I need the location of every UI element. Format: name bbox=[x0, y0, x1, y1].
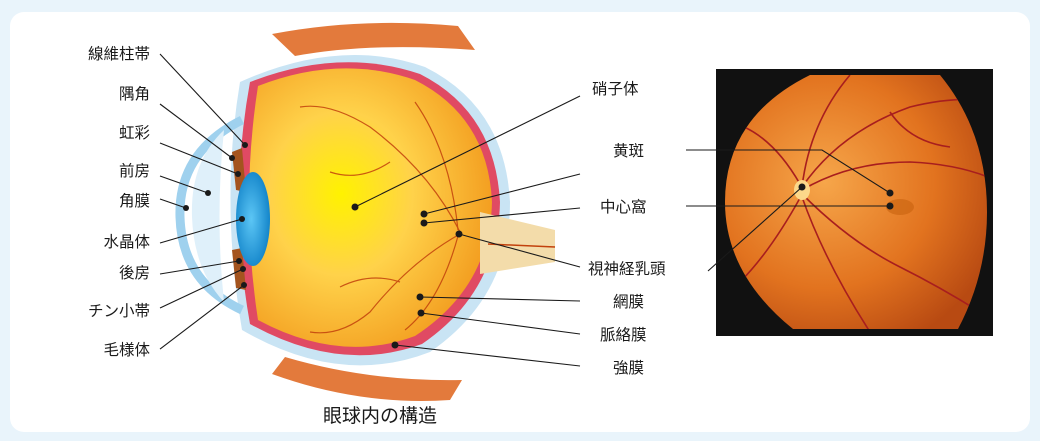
eye-structure-diagram: 線維柱帯 隅角 虹彩 前房 角膜 水晶体 後房 チン小帯 毛様体 硝子体 黄斑 … bbox=[10, 12, 1030, 432]
label-macula: 黄斑 bbox=[613, 142, 644, 160]
label-zinn-zonule: チン小帯 bbox=[88, 302, 150, 320]
content-panel: 線維柱帯 隅角 虹彩 前房 角膜 水晶体 後房 チン小帯 毛様体 硝子体 黄斑 … bbox=[10, 12, 1030, 432]
superior-muscle bbox=[272, 23, 475, 56]
label-optic-disc: 視神経乳頭 bbox=[588, 260, 666, 278]
label-angle: 隅角 bbox=[119, 85, 150, 103]
label-anterior-chamber: 前房 bbox=[119, 162, 150, 180]
label-fovea: 中心窩 bbox=[600, 198, 647, 216]
label-cornea: 角膜 bbox=[119, 192, 150, 210]
label-zonular-fibers: 線維柱帯 bbox=[88, 45, 150, 63]
label-vitreous: 硝子体 bbox=[592, 80, 639, 98]
label-choroid: 脈絡膜 bbox=[600, 326, 647, 344]
label-retina: 網膜 bbox=[613, 293, 644, 311]
label-sclera: 強膜 bbox=[613, 359, 644, 377]
eyeball-cross-section bbox=[180, 23, 555, 401]
label-iris: 虹彩 bbox=[119, 124, 151, 142]
diagram-caption: 眼球内の構造 bbox=[323, 405, 437, 427]
label-posterior-chamber: 後房 bbox=[119, 264, 150, 282]
label-lens: 水晶体 bbox=[103, 233, 150, 251]
fundus-photo bbox=[716, 69, 993, 336]
label-ciliary-body: 毛様体 bbox=[103, 341, 150, 359]
